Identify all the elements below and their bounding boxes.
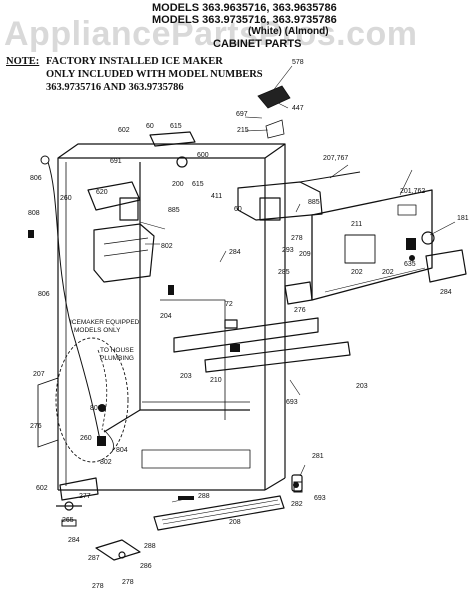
icemaker-callout: ICEMAKER EQUIPPED xyxy=(70,319,140,326)
part-number-label: 278 xyxy=(291,235,303,242)
part-number-label: 285 xyxy=(278,269,290,276)
part-number-label: 635 xyxy=(404,261,416,268)
part-number-label: 200 xyxy=(172,181,184,188)
part-number-label: 885 xyxy=(168,207,180,214)
kick-plate xyxy=(153,495,285,531)
control-panel xyxy=(311,189,433,301)
part-number-label: 260 xyxy=(60,195,72,202)
cabinet-top-surface xyxy=(57,143,286,159)
part-number-label: 284 xyxy=(440,289,452,296)
part-number-label: 202 xyxy=(351,269,363,276)
part-number-label: 181 xyxy=(457,215,469,222)
part-number-label: 210 xyxy=(210,377,222,384)
part-number-label: 284 xyxy=(229,249,241,256)
part-number-label: 207 xyxy=(33,371,45,378)
water-tube xyxy=(47,161,101,441)
part-number-label: 215 xyxy=(237,127,249,134)
part-number-label: 265 xyxy=(62,517,74,524)
part-number-label: 287 xyxy=(88,555,100,562)
part-number-label: 691 xyxy=(110,158,122,165)
part-number-label: 201,762 xyxy=(400,188,425,195)
shelf-support-203 xyxy=(173,317,319,353)
part-number-label: 211 xyxy=(351,221,362,228)
side-panel xyxy=(37,377,59,448)
part-number-label: 288 xyxy=(144,543,156,550)
part-number-label: 600 xyxy=(197,152,209,159)
fan-bracket-assembly xyxy=(149,131,361,221)
part-number-label: 60 xyxy=(146,123,154,130)
part-number-label: 288 xyxy=(198,493,210,500)
part-number-label: 697 xyxy=(236,111,248,118)
part-number-label: 620 xyxy=(96,189,108,196)
part-number-label: 693 xyxy=(286,399,298,406)
plumbing-callout: TO HOUSE xyxy=(100,347,134,354)
water-valve-icon xyxy=(98,404,106,412)
part-number-label: 60 xyxy=(234,206,242,213)
shelf-support-203b xyxy=(204,341,351,373)
part-number-label: 615 xyxy=(192,181,204,188)
ice-maker-assembly xyxy=(87,181,155,283)
note-line1: FACTORY INSTALLED ICE MAKER xyxy=(46,56,223,67)
part-number-label: 885 xyxy=(308,199,320,206)
part-number-label: 800 xyxy=(90,405,102,412)
part-number-label: 204 xyxy=(160,313,172,320)
part-number-label: 578 xyxy=(292,59,304,66)
part-number-label: 278 xyxy=(92,583,104,590)
part-number-label: 615 xyxy=(170,123,182,130)
header-models-line1: MODELS 363.9635716, 363.9635786 xyxy=(152,2,337,14)
part-number-label: 802 xyxy=(161,243,173,250)
part-number-label: 260 xyxy=(80,435,92,442)
top-hinge xyxy=(257,85,291,139)
plumbing-callout: PLUMBING xyxy=(100,355,134,362)
part-number-label: 286 xyxy=(140,563,152,570)
light-shield xyxy=(425,249,467,283)
part-number-label: 447 xyxy=(292,105,304,112)
part-number-label: 278 xyxy=(122,579,134,586)
part-number-label: 806 xyxy=(38,291,50,298)
part-number-label: 282 xyxy=(291,501,303,508)
part-number-label: 208 xyxy=(229,519,241,526)
note-line2: ONLY INCLUDED WITH MODEL NUMBERS xyxy=(46,69,263,80)
part-number-label: 602 xyxy=(118,127,130,134)
part-number-label: 276 xyxy=(30,423,42,430)
icemaker-callout: MODELS ONLY xyxy=(74,327,121,334)
bottom-hinge xyxy=(95,539,141,561)
part-number-label: 276 xyxy=(294,307,306,314)
part-number-label: 806 xyxy=(30,175,42,182)
part-number-label: 693 xyxy=(314,495,326,502)
header-cabinet-parts: CABINET PARTS xyxy=(213,38,302,50)
note-label: NOTE: xyxy=(6,56,40,67)
part-number-label: 602 xyxy=(36,485,48,492)
part-number-label: 209 xyxy=(299,251,311,258)
part-number-label: 804 xyxy=(116,447,128,454)
note-line3: 363.9735716 AND 363.9735786 xyxy=(46,82,184,93)
part-number-label: 203 xyxy=(356,383,368,390)
part-number-label: 281 xyxy=(312,453,324,460)
part-number-label: 202 xyxy=(382,269,394,276)
part-number-label: 802 xyxy=(100,459,112,466)
part-number-label: 72 xyxy=(225,301,233,308)
part-number-label: 284 xyxy=(68,537,80,544)
part-number-label: 277 xyxy=(79,493,91,500)
part-number-label: 207,767 xyxy=(323,155,348,162)
header-color-line: (White) (Almond) xyxy=(248,26,329,37)
part-number-label: 808 xyxy=(28,210,40,217)
part-number-label: 411 xyxy=(211,193,222,200)
part-number-label: 203 xyxy=(180,373,192,380)
part-number-label: 293 xyxy=(282,247,294,254)
header-models-line2: MODELS 363.9735716, 363.9735786 xyxy=(152,14,337,26)
